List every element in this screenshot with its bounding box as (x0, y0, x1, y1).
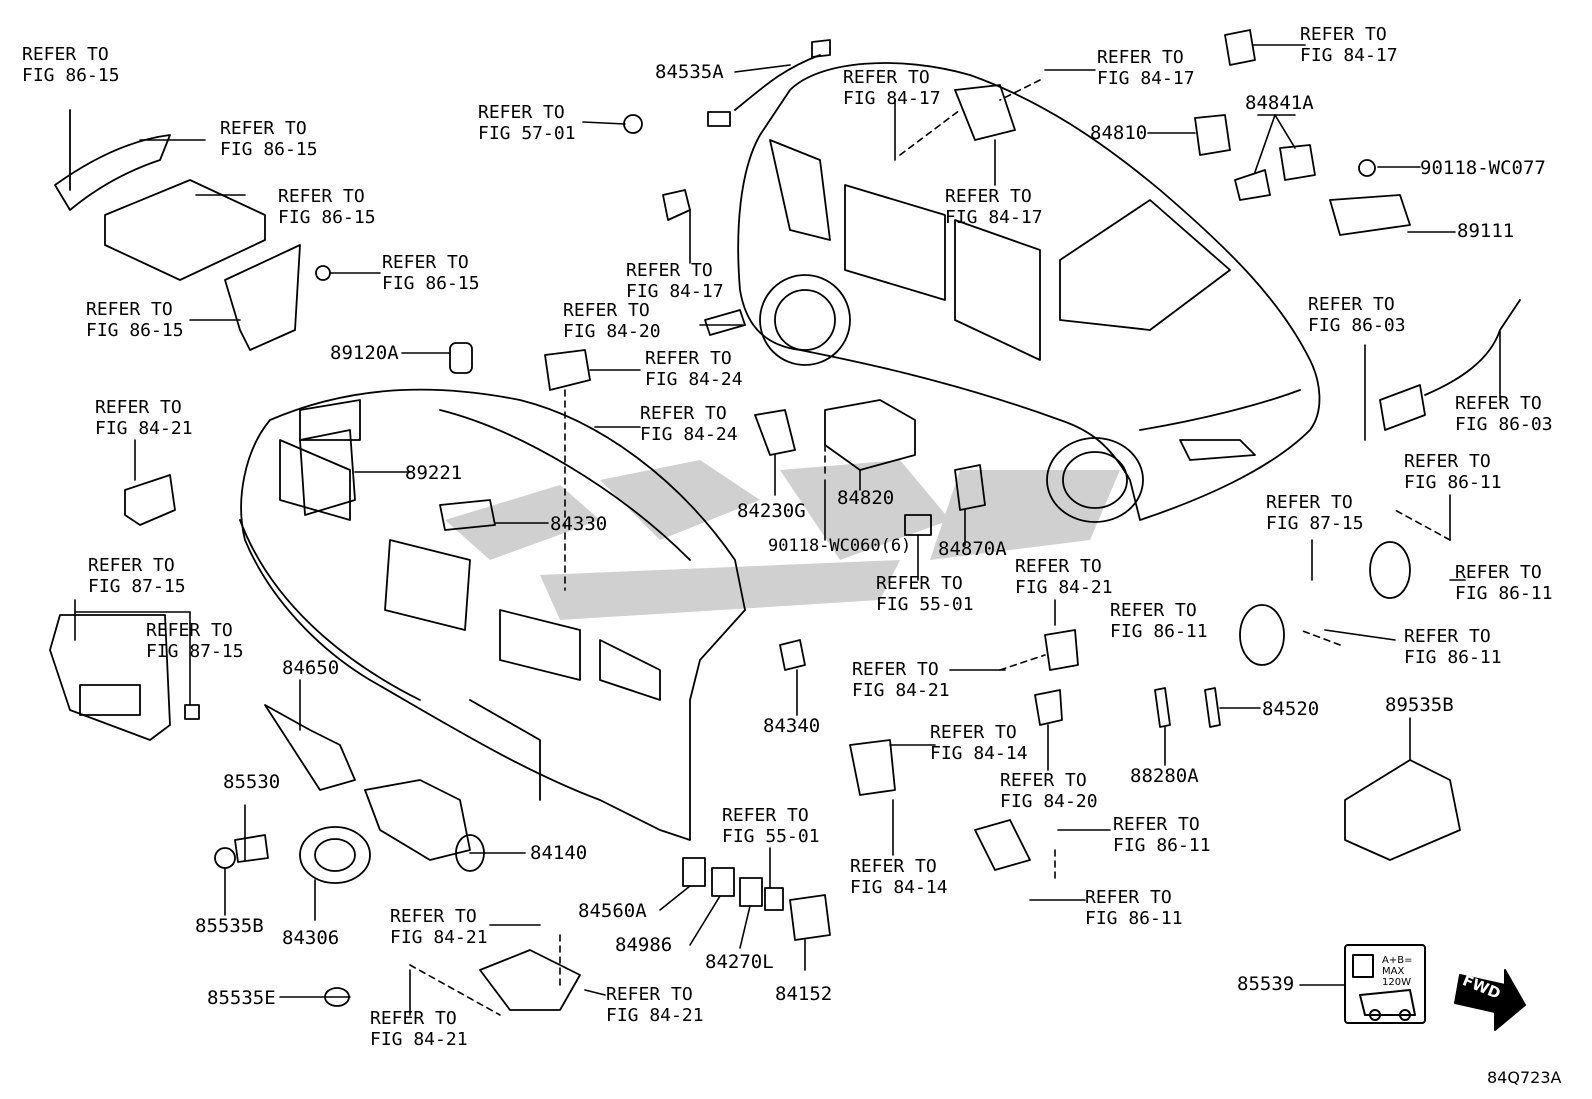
part-number[interactable]: 84841A (1245, 92, 1314, 114)
part-number[interactable]: 84330 (550, 513, 608, 535)
part-number[interactable]: 84870A (938, 538, 1007, 560)
part-number[interactable]: 90118-WC060(6) (768, 536, 912, 556)
part-number[interactable]: 84820 (837, 487, 895, 509)
part-number[interactable]: 84535A (655, 61, 724, 83)
part-number[interactable]: 84306 (282, 927, 340, 949)
part-number[interactable]: 88280A (1130, 765, 1199, 787)
power-outlet-placard (1344, 944, 1426, 1024)
part-number[interactable]: 84520 (1262, 698, 1320, 720)
leader-lines (74, 44, 1501, 1016)
part-number[interactable]: 84340 (763, 715, 821, 737)
part-number[interactable]: 84140 (530, 842, 588, 864)
part-number[interactable]: 89221 (405, 462, 463, 484)
fwd-arrow (1454, 969, 1526, 1031)
component-icons (49, 29, 1521, 1011)
part-number[interactable]: 89111 (1457, 220, 1515, 242)
dashboard-panel (239, 388, 746, 841)
part-number[interactable]: 84152 (775, 983, 833, 1005)
part-number[interactable]: 84810 (1090, 122, 1148, 144)
part-number[interactable]: 85539 (1237, 973, 1295, 995)
part-number[interactable]: 84650 (282, 657, 340, 679)
part-number[interactable]: 90118-WC077 (1420, 157, 1546, 179)
part-number[interactable]: 84986 (615, 934, 673, 956)
part-number[interactable]: 84230G (737, 500, 806, 522)
part-number[interactable]: 84560A (578, 900, 647, 922)
part-number[interactable]: 85530 (223, 771, 281, 793)
part-number[interactable]: 85535E (207, 987, 276, 1009)
part-number[interactable]: 89120A (330, 342, 399, 364)
part-number[interactable]: 89535B (1385, 694, 1454, 716)
placard-text: A+B= MAX 120W (1382, 955, 1413, 988)
vehicle-outline (737, 62, 1321, 523)
watermark-logo (445, 460, 1120, 620)
part-number[interactable]: 84270L (705, 951, 774, 973)
part-number[interactable]: 85535B (195, 915, 264, 937)
diagram-code: 84Q723A (1487, 1068, 1562, 1087)
